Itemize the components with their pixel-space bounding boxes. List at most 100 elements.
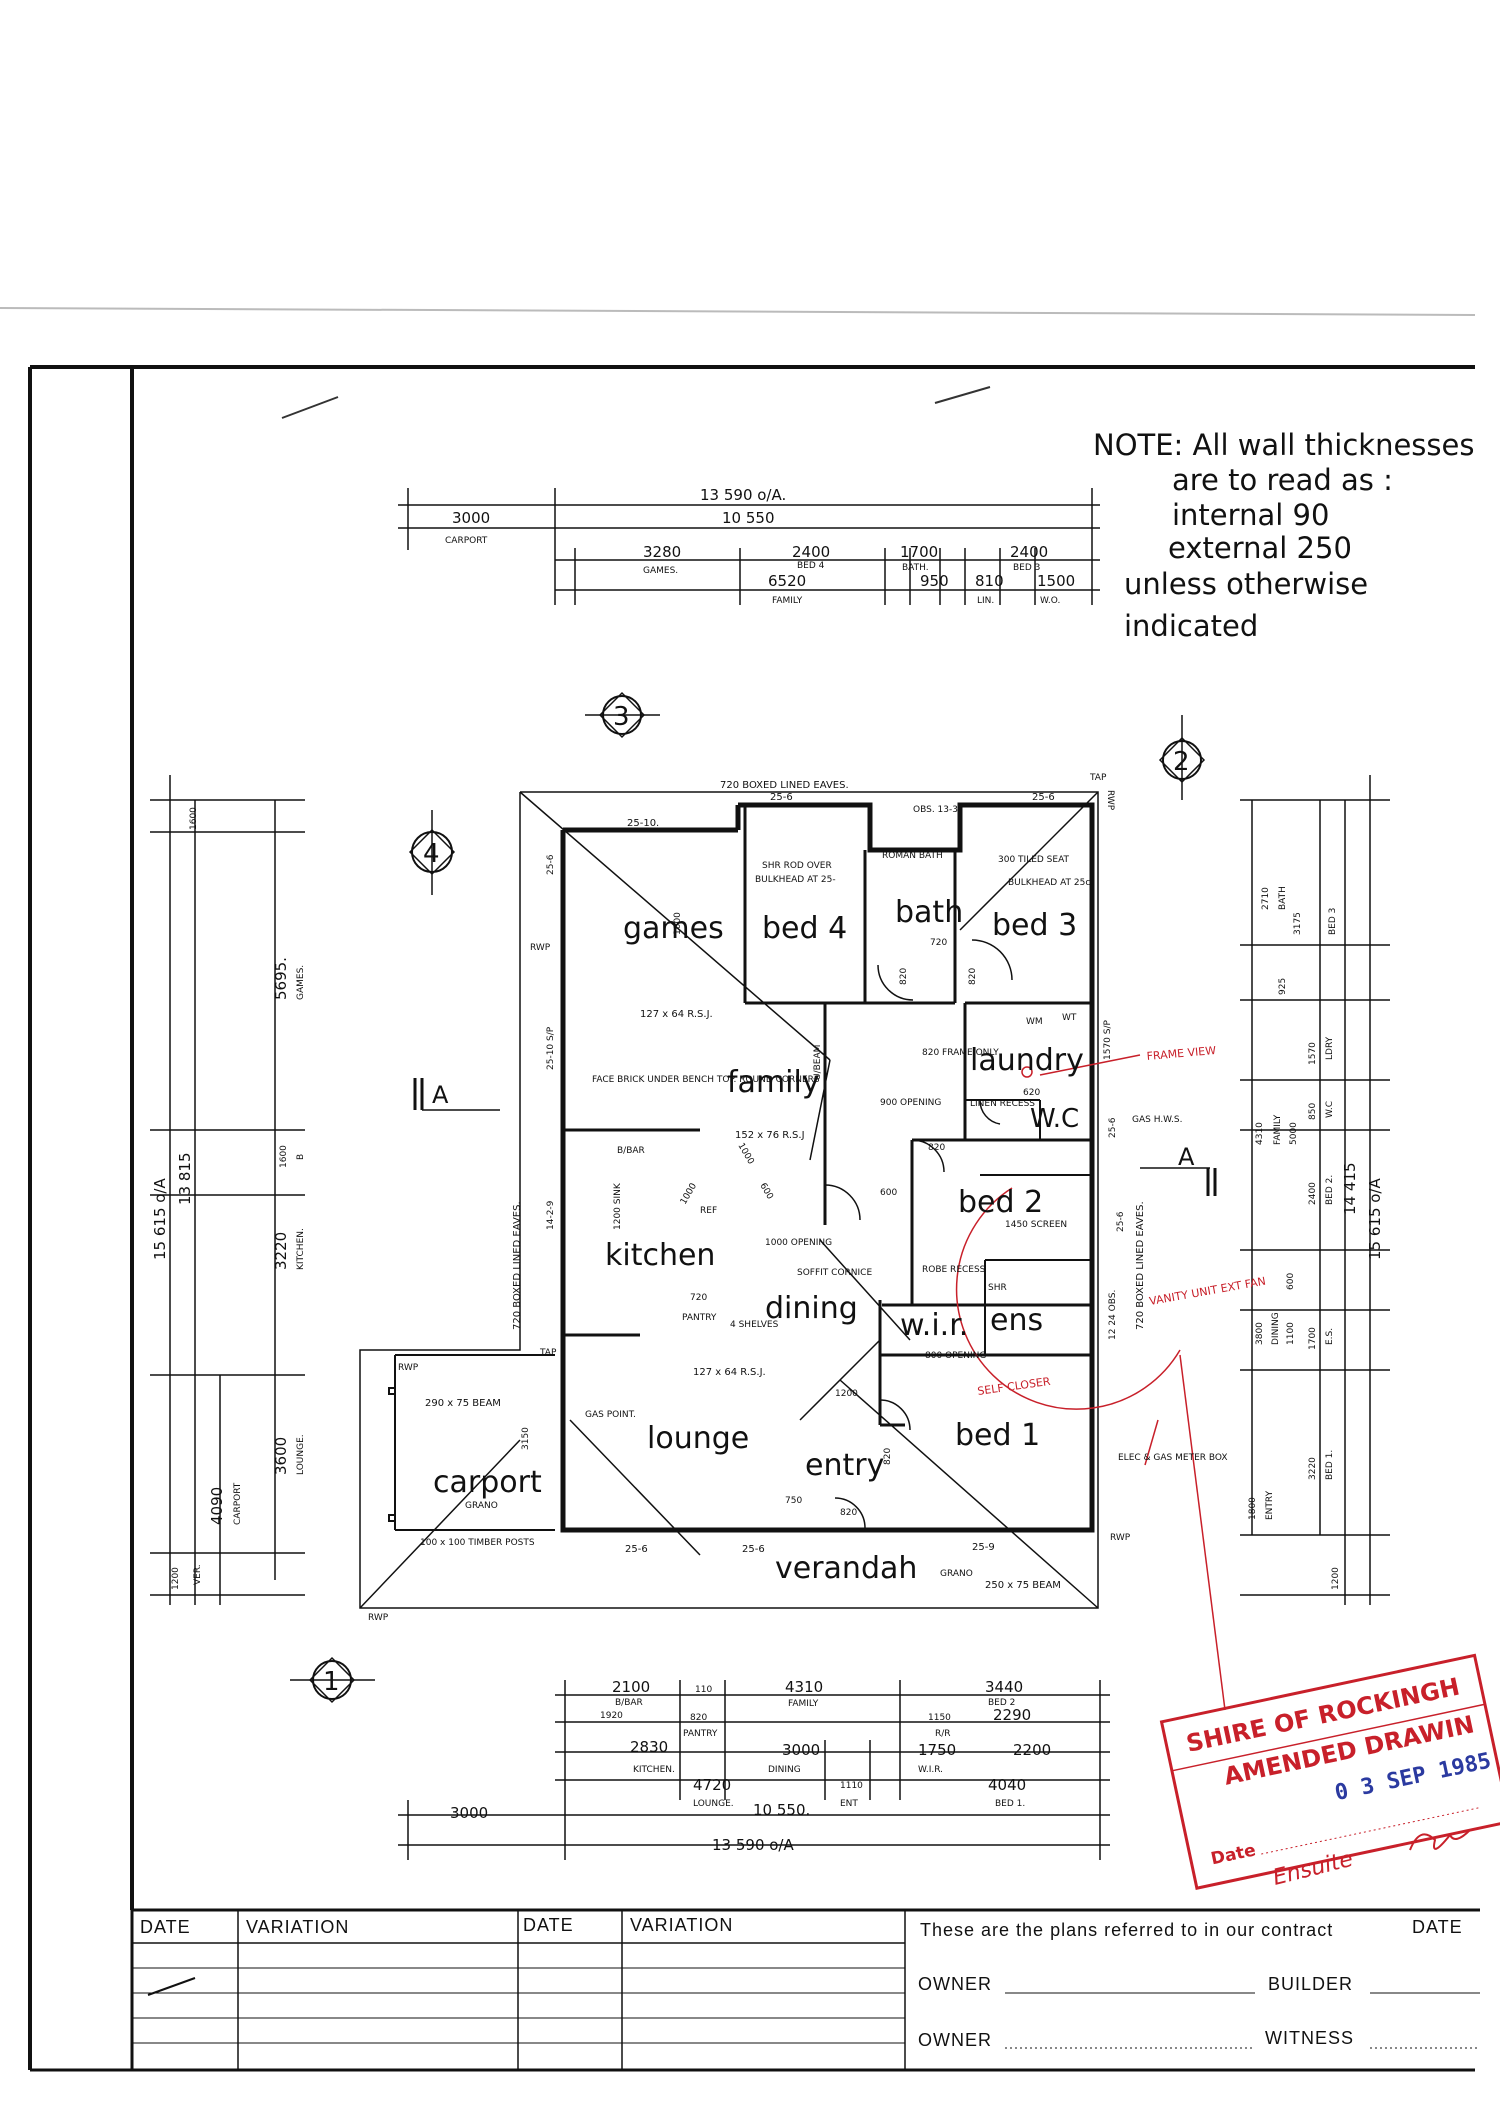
note-shelves: 4 SHELVES (730, 1320, 779, 1330)
note-rsj3: 127 x 64 R.S.J. (693, 1367, 766, 1378)
stamp-date-label: Date (1209, 1840, 1257, 1869)
dim-bed4-top: 2400 (792, 543, 830, 561)
marker-4-label: 4 (423, 839, 440, 869)
note-urbeam: U/BEAM (813, 1045, 823, 1080)
room-verandah: verandah (775, 1551, 917, 1586)
dim-overall-left: 15 615 o/A (151, 1178, 169, 1260)
dim-2200: 2200 (1013, 1741, 1051, 1759)
note-1200: 1200 (835, 1389, 858, 1399)
tb-builder: BUILDER (1268, 1974, 1353, 1994)
dim-dining-bottom-label: DINING (768, 1765, 801, 1775)
dim-kitchen-left-label: KITCHEN. (296, 1228, 306, 1270)
note-pitch-d: 14-2-9 (546, 1200, 556, 1230)
note-pitch-f: 25-6 (1032, 792, 1055, 803)
dim-entry-right-label: ENTRY (1265, 1490, 1275, 1520)
note-pitch-h: 25-6 (625, 1544, 648, 1555)
dim-house-top: 10 550 (722, 509, 775, 527)
wall-thickness-note: NOTE: All wall thicknesses are to read a… (1093, 428, 1474, 643)
note-eaves-left: 720 BOXED LINED EAVES. (512, 1201, 523, 1330)
dim-bath-label: BATH. (902, 563, 929, 573)
dim-bed1-right-label: BED 1. (1325, 1450, 1335, 1480)
dim-1920: 1920 (600, 1711, 623, 1721)
note-pitch-j: 12 24 OBS. (1108, 1290, 1118, 1340)
note-wt: WT (1062, 1013, 1077, 1023)
dim-ldry-right: 1570 (1308, 1042, 1318, 1065)
section-a-right-label: A (1178, 1143, 1195, 1171)
note-pitch-right: 25-6 (1116, 1211, 1126, 1232)
note-sink: 1200 SINK (613, 1182, 623, 1230)
dim-carport-left: 4090 (208, 1487, 226, 1525)
marker-1-label: 1 (323, 1667, 340, 1697)
note-rsj1: 127 x 64 R.S.J. (640, 1009, 713, 1020)
dim-es-right: 1700 (1308, 1327, 1318, 1350)
elevation-marker-2: 2 (1158, 715, 1206, 800)
note-gas-point: GAS POINT. (585, 1410, 636, 1420)
marker-2-label: 2 (1173, 747, 1190, 777)
dim-bed3-top: 2400 (1010, 543, 1048, 561)
dim-1600-left: 1600 (189, 807, 199, 830)
dim-house-left: 13 815 (176, 1153, 194, 1206)
dim-wc-right: 850 (1308, 1103, 1318, 1120)
room-wc: W.C (1030, 1104, 1079, 1134)
dim-games-label: GAMES. (643, 566, 678, 576)
note-frame-only: 820 FRAME ONLY (922, 1048, 999, 1058)
note-tap1: TAP (1089, 773, 1107, 783)
dim-carport-left-label: CARPORT (233, 1482, 243, 1525)
dim-wo-label: W.O. (1040, 596, 1060, 606)
note-beam2: 250 x 75 BEAM (985, 1580, 1061, 1591)
dim-dining-right: 3800 (1255, 1322, 1265, 1345)
dim-carport-bottom: 3000 (450, 1804, 488, 1822)
dim-1600b-left: 1600 (279, 1145, 289, 1168)
top-dimension-labels: 13 590 o/A. 10 550 3000 CARPORT 3280 GAM… (445, 486, 1075, 606)
dim-bed1-bottom: 4040 (988, 1776, 1026, 1794)
dim-wc-right-label: W.C (1325, 1101, 1335, 1118)
note-pitch-b: 25-6 (770, 792, 793, 803)
dim-house-bottom: 10 550. (753, 1801, 810, 1819)
dim-games-top: 3280 (643, 543, 681, 561)
section-a-left-label: A (432, 1081, 449, 1109)
room-bed2: bed 2 (958, 1185, 1043, 1220)
red-note-vanity: VANITY UNIT EXT FAN (1148, 1275, 1267, 1308)
room-bed4: bed 4 (762, 911, 847, 946)
note-pitch-i: 25-6 (742, 1544, 765, 1555)
door-swings (824, 939, 1013, 1529)
dim-kitchen-bottom: 2830 (630, 1738, 668, 1756)
dim-lounge-bottom-label: LOUNGE. (693, 1799, 734, 1809)
signature-scribble (1409, 1829, 1471, 1851)
note-rwp3: RWP (368, 1613, 389, 1623)
tb-date-1: DATE (140, 1917, 191, 1937)
note-bulkhead4: BULKHEAD AT 25- (755, 875, 836, 885)
room-kitchen: kitchen (605, 1238, 715, 1273)
elevation-marker-3: 3 (585, 691, 660, 739)
note-1000b: 1000 (679, 1181, 699, 1206)
note-750: 750 (785, 1496, 802, 1506)
dim-ver-left-label: VER. (193, 1564, 203, 1585)
note-screen: 1450 SCREEN (1005, 1220, 1067, 1230)
dim-bath-right: 2710 (1261, 887, 1271, 910)
red-note-frame-view: FRAME VIEW (1146, 1044, 1217, 1063)
dim-dining2-right: 1100 (1286, 1322, 1296, 1345)
room-bath: bath (895, 895, 963, 930)
note-linen: LINEN RECESS (970, 1099, 1035, 1109)
note-720a: 720 (930, 938, 947, 948)
house-walls (560, 802, 1095, 1533)
dim-bed3-right: 3175 (1293, 912, 1303, 935)
dim-lounge-left-label: LOUNGE. (296, 1434, 306, 1475)
note-robe: ROBE RECESS (922, 1265, 986, 1275)
dim-ent-bottom: 1110 (840, 1781, 863, 1791)
section-marker-left: A (413, 1078, 500, 1111)
note-sp: 1570 S/P (1103, 1019, 1113, 1060)
room-family: family (727, 1065, 820, 1100)
note-600b: 600 (880, 1188, 897, 1198)
dim-wir-bottom-label: W.I.R. (918, 1765, 943, 1775)
note-opening900: 900 OPENING (880, 1098, 941, 1108)
dim-house-right: 14 415 (1341, 1163, 1359, 1216)
room-laundry: laundry (970, 1043, 1084, 1078)
dim-es-right-label: E.S. (1325, 1328, 1335, 1345)
room-dining: dining (765, 1291, 858, 1326)
note-pitch-b2: 25-6 (546, 854, 556, 875)
note-line-2: are to read as : (1172, 463, 1393, 497)
note-pantry: PANTRY (682, 1313, 717, 1323)
carport-outline (388, 1354, 555, 1531)
dim-b-left-label: B (296, 1154, 306, 1160)
